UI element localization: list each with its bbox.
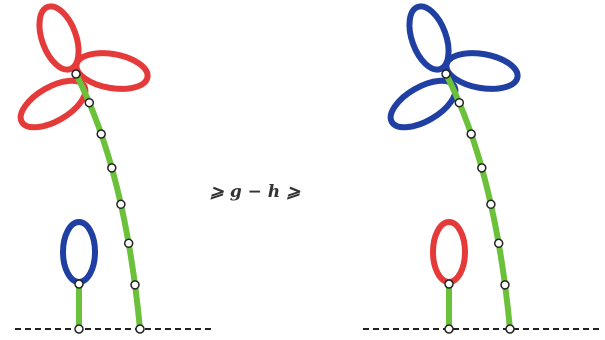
stem-vertex: [117, 200, 125, 208]
stem-vertex: [487, 200, 495, 208]
small-loop: [63, 222, 95, 282]
stem-vertex: [467, 130, 475, 138]
short-stem-vertex: [445, 280, 453, 288]
stem-vertex: [85, 99, 93, 107]
short-stem-vertex: [75, 280, 83, 288]
inequality-label: ⩾ g − h ⩾: [205, 182, 305, 202]
stem-vertex: [136, 325, 144, 333]
stem-vertex: [108, 164, 116, 172]
stem-vertex: [506, 325, 514, 333]
short-stem-vertex: [445, 325, 453, 333]
stem-vertex: [501, 281, 509, 289]
hub-vertex: [72, 70, 80, 78]
stem-vertex: [455, 99, 463, 107]
hub-vertex: [442, 70, 450, 78]
right-graph: [363, 1, 603, 333]
left-graph: [13, 1, 215, 333]
long-stem: [76, 74, 140, 329]
long-stem: [446, 74, 510, 329]
short-stem-vertex: [75, 325, 83, 333]
stem-vertex: [97, 130, 105, 138]
stem-vertex: [495, 239, 503, 247]
stem-vertex: [125, 239, 133, 247]
stem-vertex: [131, 281, 139, 289]
small-loop: [433, 222, 465, 282]
stem-vertex: [478, 164, 486, 172]
